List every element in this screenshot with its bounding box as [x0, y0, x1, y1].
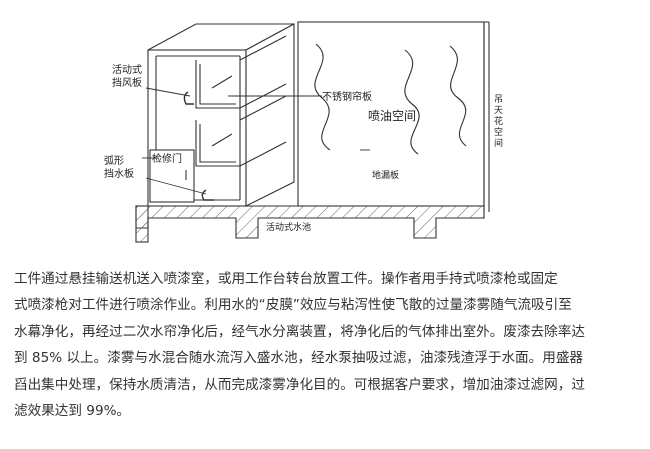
pool-base — [135, 205, 485, 243]
label-ceiling-char: 吊 — [494, 94, 503, 105]
water-curtain-unit — [147, 23, 295, 207]
description-line: 到 85% 以上。漆雾与水混合随水流泻入盛水池，经水泵抽吸过滤，油漆残渣浮于水面… — [14, 350, 584, 367]
label-curtain: 不锈钢帘板 — [322, 90, 372, 103]
label-ceiling: 吊 天 花 空 间 — [494, 94, 503, 149]
label-ceiling-char: 间 — [494, 137, 503, 149]
label-chamber: 喷油空间 — [368, 109, 416, 123]
label-ceiling-char: 空 — [494, 126, 503, 138]
label-arc-baffle-line1: 弧形 — [104, 154, 124, 167]
description-line: 水幕净化，再经过二次水帘净化后，经气水分离装置，将净化后的气体排出室外。废漆去除… — [14, 323, 585, 340]
description-line: 工件通过悬挂输送机送入喷漆室，或用工作台转台放置工件。操作者用手持式喷漆枪或固定 — [14, 271, 558, 287]
label-ceiling-char: 天 — [494, 106, 503, 116]
leader-lines — [142, 87, 370, 195]
label-baffle-line2: 挡风板 — [112, 76, 142, 89]
description-paragraph: 工件通过悬挂输送机送入喷漆室，或用工作台转台放置工件。操作者用手持式喷漆枪或固定… — [14, 266, 636, 424]
label-floor-grating: 地漏板 — [372, 169, 399, 181]
description-line: 式喷漆枪对工件进行喷涂作业。利用水的“皮膜”效应与粘泻性使飞散的过量漆雾随气流吸… — [14, 297, 572, 314]
label-pool: 活动式水池 — [266, 221, 311, 233]
label-ceiling-char: 花 — [494, 115, 503, 127]
description-line: 舀出集中处理，保持水质清洁，从而完成漆雾净化目的。可根据客户要求，增加油漆过滤网… — [14, 376, 585, 393]
spray-booth-diagram: 活动式 挡风板 不锈钢帘板 喷油空间 弧形 挡水板 检修门 地漏板 活动式水池 … — [104, 21, 503, 243]
label-arc-baffle-line2: 挡水板 — [104, 167, 134, 180]
label-access-door: 检修门 — [152, 152, 182, 165]
description-line: 滤效果达到 99%。 — [14, 403, 131, 420]
label-baffle-line1: 活动式 — [112, 63, 142, 76]
airflow-lines — [314, 43, 467, 155]
